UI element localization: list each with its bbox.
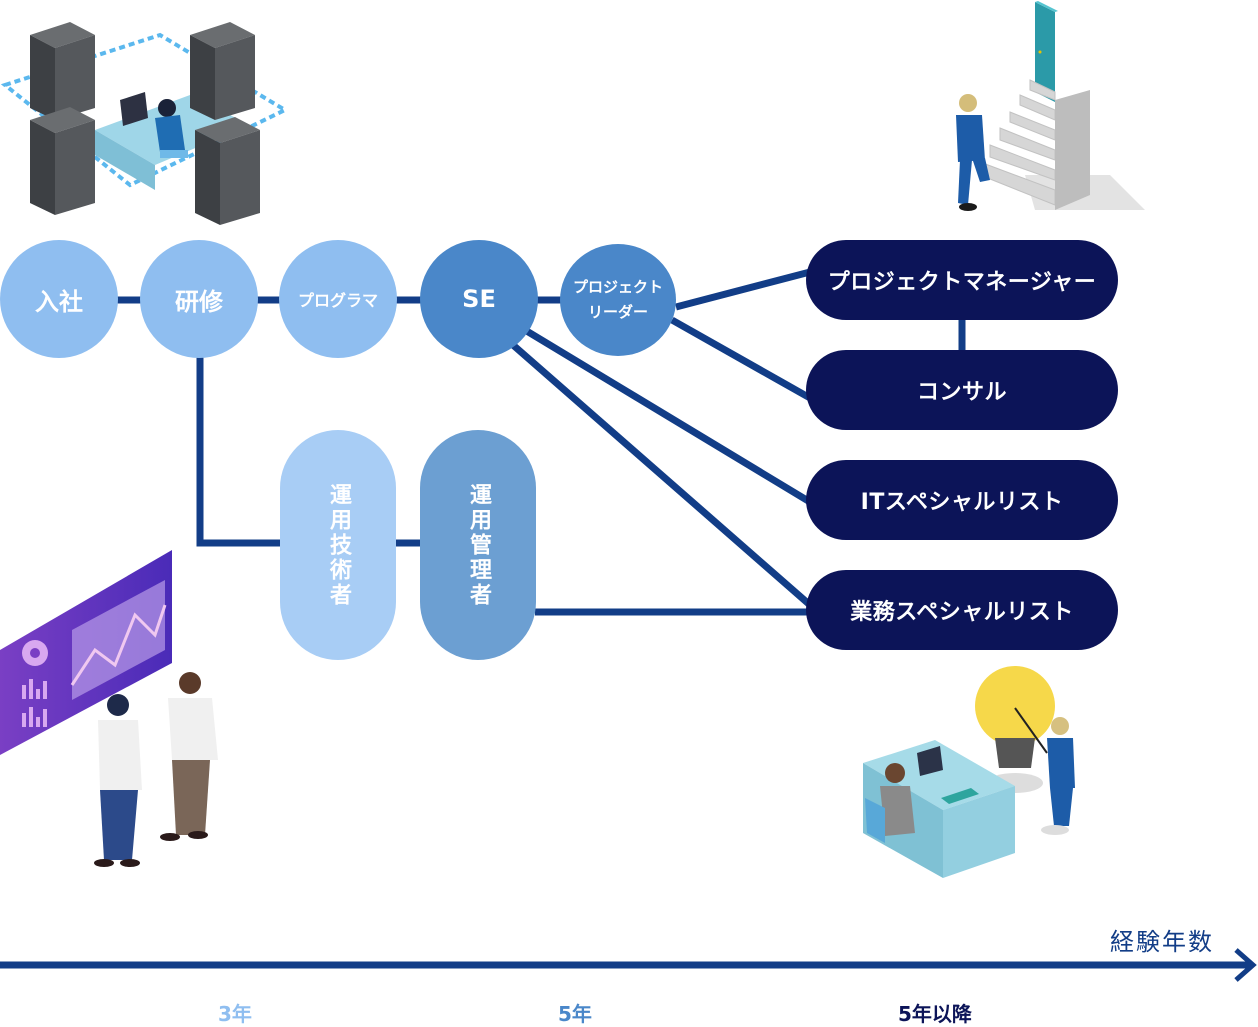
- node-project-leader: プロジェクト リーダー: [560, 244, 676, 356]
- node-it-specialist-label: ITスペシャルリスト: [860, 490, 1064, 515]
- node-training: 研修: [140, 240, 258, 358]
- node-consultant-label: コンサル: [916, 380, 1007, 405]
- axis-tick-after-5-years: 5年以降: [898, 1002, 972, 1026]
- axis-title: 経験年数: [1110, 928, 1214, 956]
- line-se-it-specialist: [523, 327, 812, 505]
- line-training-ops-engineer: [196, 355, 282, 547]
- node-training-label: 研修: [175, 287, 223, 316]
- node-project-leader-label-2: リーダー: [587, 303, 648, 321]
- server-rack-icon: [30, 107, 95, 215]
- node-ops-manager: 運用管理者: [420, 430, 536, 660]
- node-business-specialist: 業務スペシャルリスト: [806, 570, 1118, 650]
- line-leader-consultant: [670, 316, 812, 402]
- node-ops-engineer: 運用技術者: [280, 430, 396, 660]
- node-project-manager-label: プロジェクトマネージャー: [827, 270, 1097, 295]
- node-project-manager: プロジェクトマネージャー: [806, 240, 1118, 320]
- stairs-door-illustration: [956, 1, 1145, 211]
- dashboard-analysts-illustration: [0, 550, 218, 867]
- line-leader-pm: [675, 268, 811, 311]
- node-se: SE: [420, 240, 538, 358]
- axis-arrowhead: [1234, 948, 1257, 982]
- node-ops-manager-label: 運用管理者: [466, 482, 491, 608]
- node-programmer-label: プログラマ: [297, 291, 378, 310]
- line-se-business-specialist: [510, 342, 813, 608]
- axis-tick-3-years: 3年: [218, 1002, 252, 1026]
- server-rack-icon: [30, 22, 95, 120]
- node-business-specialist-label: 業務スペシャルリスト: [850, 600, 1074, 625]
- node-programmer: プログラマ: [279, 240, 397, 358]
- server-room-illustration: [0, 22, 290, 225]
- node-entry-label: 入社: [35, 287, 83, 316]
- node-consultant: コンサル: [806, 350, 1118, 430]
- node-se-label: SE: [462, 285, 496, 313]
- node-entry: 入社: [0, 240, 118, 358]
- node-it-specialist: ITスペシャルリスト: [806, 460, 1118, 540]
- consultant-lightbulb-illustration: [863, 666, 1075, 878]
- server-rack-icon: [190, 22, 255, 120]
- server-rack-icon: [195, 117, 260, 225]
- node-ops-engineer-label: 運用技術者: [326, 482, 351, 608]
- node-project-leader-label-1: プロジェクト: [572, 277, 663, 296]
- axis-tick-5-years: 5年: [558, 1002, 592, 1026]
